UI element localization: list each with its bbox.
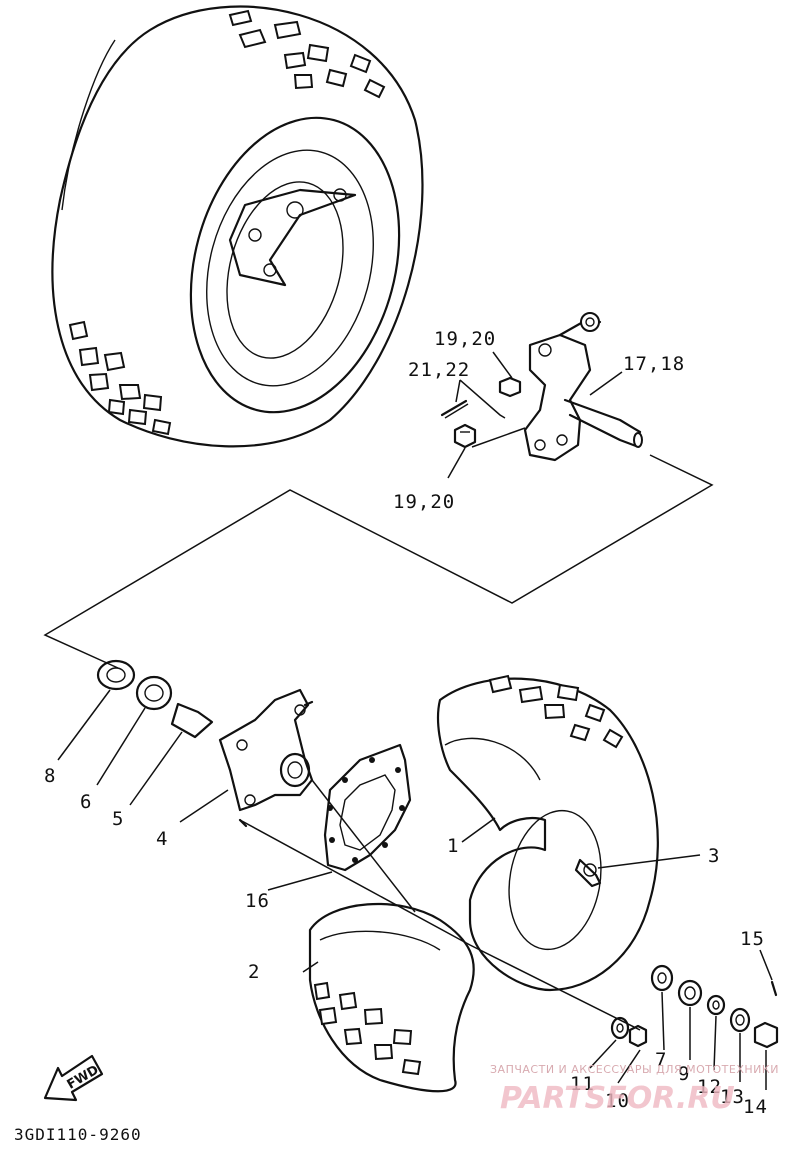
- assembly-outline: [43, 454, 714, 669]
- spacer: [170, 702, 214, 739]
- callout-7: 7: [655, 1049, 667, 1071]
- callout-19-20-top: 19,20: [434, 328, 496, 350]
- wheel-hub: [218, 688, 314, 828]
- inner-rim-half-with-tire: [308, 902, 475, 1093]
- fwd-label: FWD: [65, 1063, 102, 1093]
- callout-1: 1: [447, 835, 459, 857]
- steering-knuckle: [523, 312, 643, 462]
- hub-gasket: [323, 743, 412, 872]
- callout-21-22: 21,22: [408, 359, 470, 381]
- callout-6: 6: [80, 791, 92, 813]
- bearing: [135, 675, 173, 711]
- callout-9: 9: [678, 1063, 690, 1085]
- callout-2: 2: [248, 961, 260, 983]
- callout-13: 13: [720, 1086, 745, 1108]
- drawing-code: 3GDI110-9260: [14, 1125, 142, 1144]
- callout-8: 8: [44, 765, 56, 787]
- castle-nut-bottom: [453, 423, 477, 449]
- castle-nut-14: [753, 1021, 779, 1049]
- watermark: ЗАПЧАСТИ И АКСЕССУАРЫ ДЛЯ МОТОТЕХНИКИ PA…: [490, 1063, 779, 1116]
- leader-lines-knuckle: [447, 351, 623, 479]
- washer-12: [706, 994, 726, 1016]
- callout-15: 15: [740, 928, 765, 950]
- callout-labels: 1 2 3 4 5 6 7 8 9 10 11 12 13 14 15 16 1…: [44, 328, 768, 1118]
- cotter-pin-upper: [440, 399, 469, 419]
- washer-9: [677, 979, 703, 1007]
- callout-4: 4: [156, 828, 168, 850]
- valve-stem: [574, 858, 602, 888]
- nut-10: [628, 1024, 648, 1048]
- cotter-pin-15: [770, 980, 778, 997]
- callout-17-18: 17,18: [623, 353, 685, 375]
- seal: [96, 659, 136, 691]
- fwd-arrow-icon: FWD: [43, 1054, 104, 1102]
- leader-lines: [57, 689, 773, 1090]
- washer-11: [610, 1016, 630, 1040]
- outer-rim-half-with-tire: [436, 674, 659, 992]
- washer-13: [729, 1007, 751, 1033]
- castle-nut-top: [498, 376, 522, 398]
- callout-10: 10: [605, 1090, 630, 1112]
- callout-12: 12: [697, 1076, 722, 1098]
- callout-5: 5: [112, 808, 124, 830]
- watermark-tagline: ЗАПЧАСТИ И АКСЕССУАРЫ ДЛЯ МОТОТЕХНИКИ: [490, 1063, 779, 1076]
- callout-14: 14: [743, 1096, 768, 1118]
- watermark-brand: PARTSFOR.RU: [500, 1081, 735, 1116]
- callout-19-20-bottom: 19,20: [393, 491, 455, 513]
- callout-11: 11: [570, 1073, 595, 1095]
- callout-16: 16: [245, 890, 270, 912]
- assembled-wheel: [51, 5, 424, 448]
- spacer-7: [650, 964, 674, 992]
- callout-3: 3: [708, 845, 720, 867]
